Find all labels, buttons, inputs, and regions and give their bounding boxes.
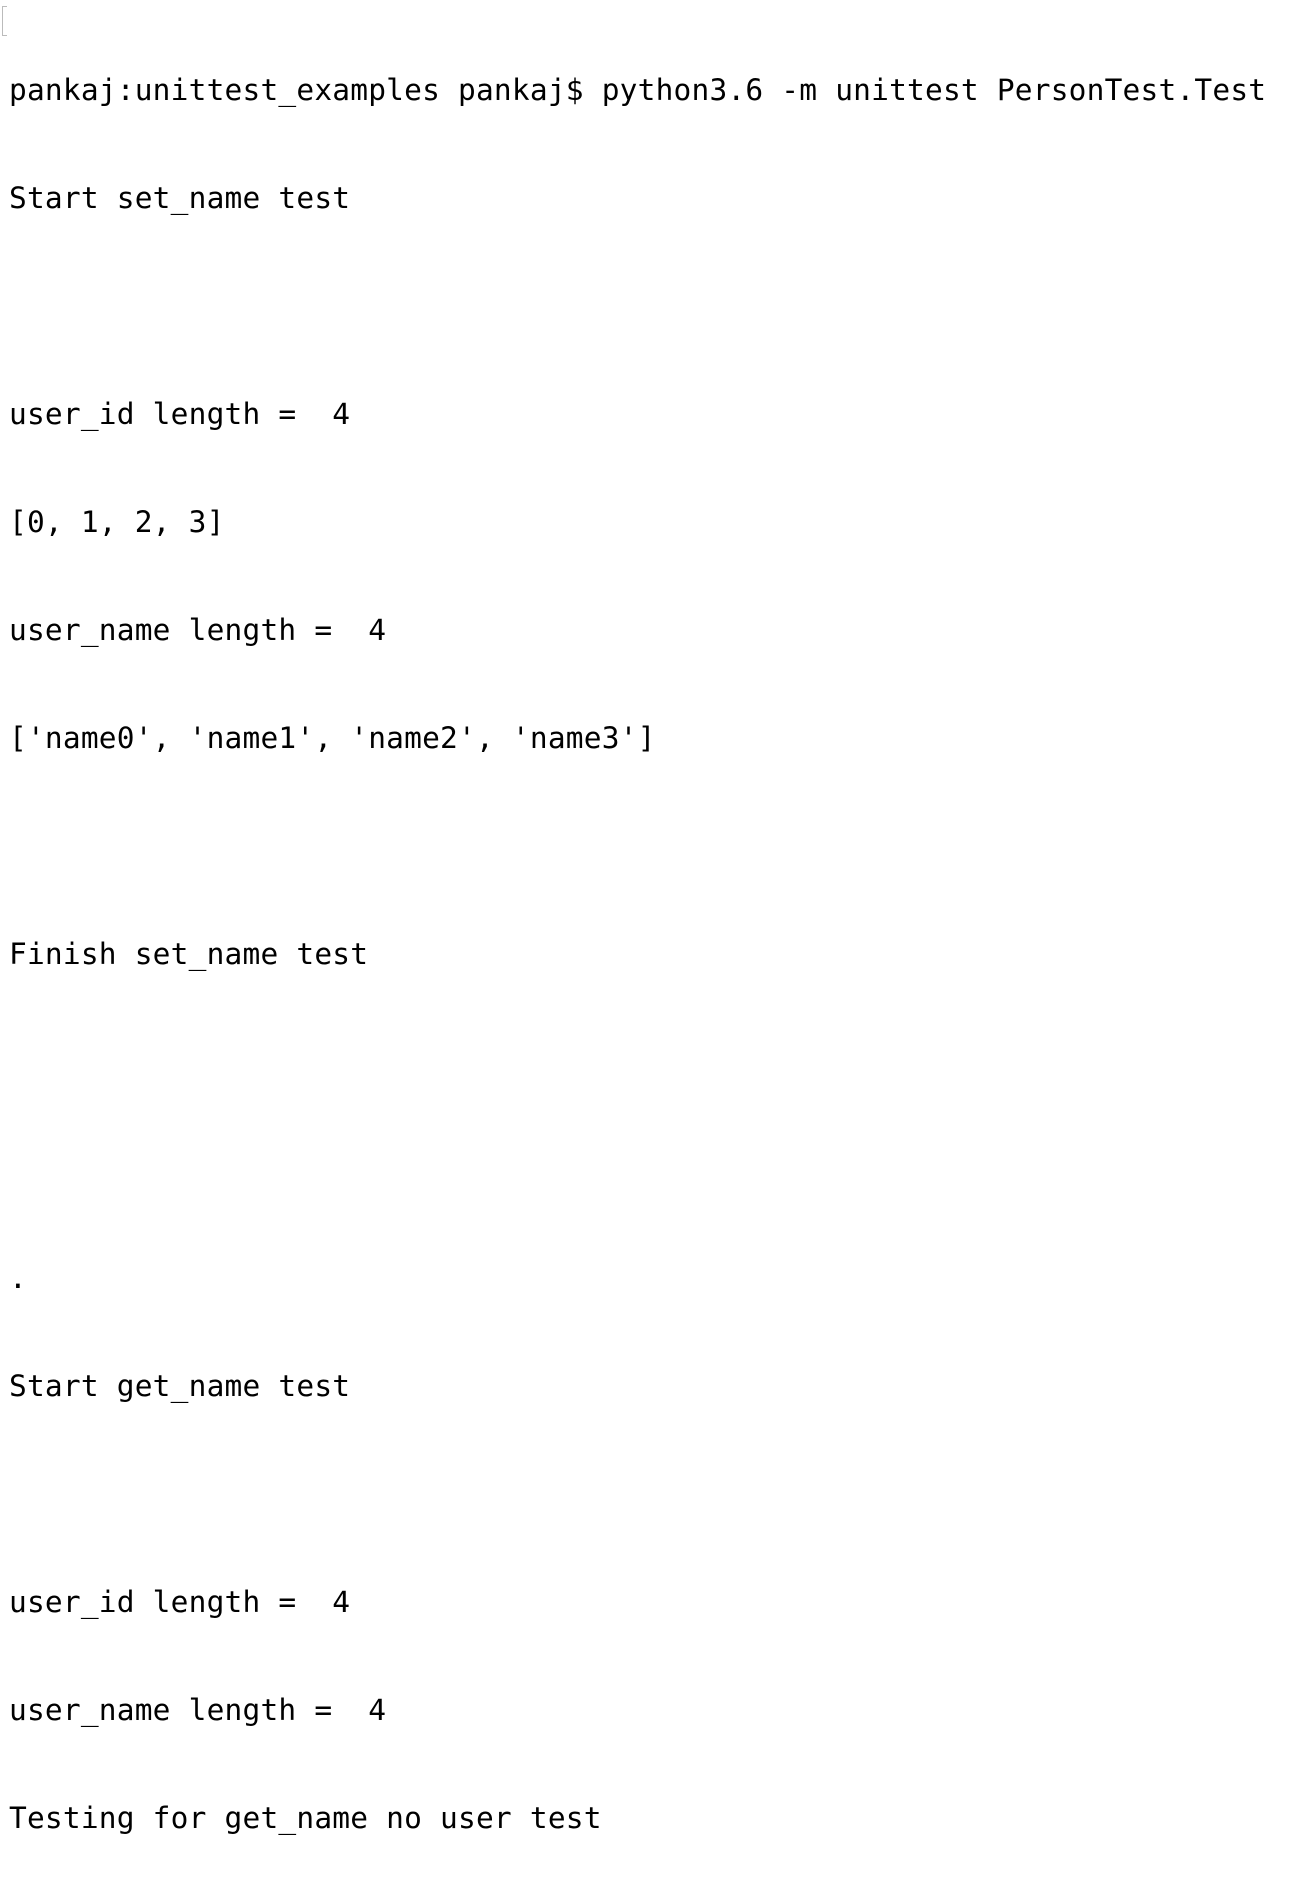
command-line: pankaj:unittest_examples pankaj$ python3… — [9, 72, 1266, 108]
output-line: ['name0', 'name1', 'name2', 'name3'] — [9, 721, 656, 755]
selection-mark — [2, 6, 7, 36]
output-line — [9, 1476, 1266, 1512]
output-line: [0, 1, 2, 3] — [9, 505, 225, 539]
output-line: user_id length = 4 — [9, 397, 351, 431]
output-line — [9, 1044, 1266, 1080]
output-line: user_id length = 4 — [9, 1585, 351, 1619]
output-line — [9, 288, 1266, 324]
output-line — [9, 1152, 1266, 1188]
output-line: . — [9, 1261, 27, 1295]
output-line: Start set_name test — [9, 181, 351, 215]
output-line: Start get_name test — [9, 1369, 351, 1403]
output-line: Testing for get_name no user test — [9, 1801, 602, 1835]
command: python3.6 -m unittest PersonTest.Test — [601, 73, 1267, 107]
output-line: user_name length = 4 — [9, 613, 387, 647]
output-line: Finish set_name test — [9, 937, 369, 971]
output-line: user_name length = 4 — [9, 1693, 387, 1727]
terminal-output[interactable]: pankaj:unittest_examples pankaj$ python3… — [9, 0, 1266, 1888]
output-line — [9, 828, 1266, 864]
prompt: pankaj:unittest_examples pankaj$ — [9, 73, 602, 107]
